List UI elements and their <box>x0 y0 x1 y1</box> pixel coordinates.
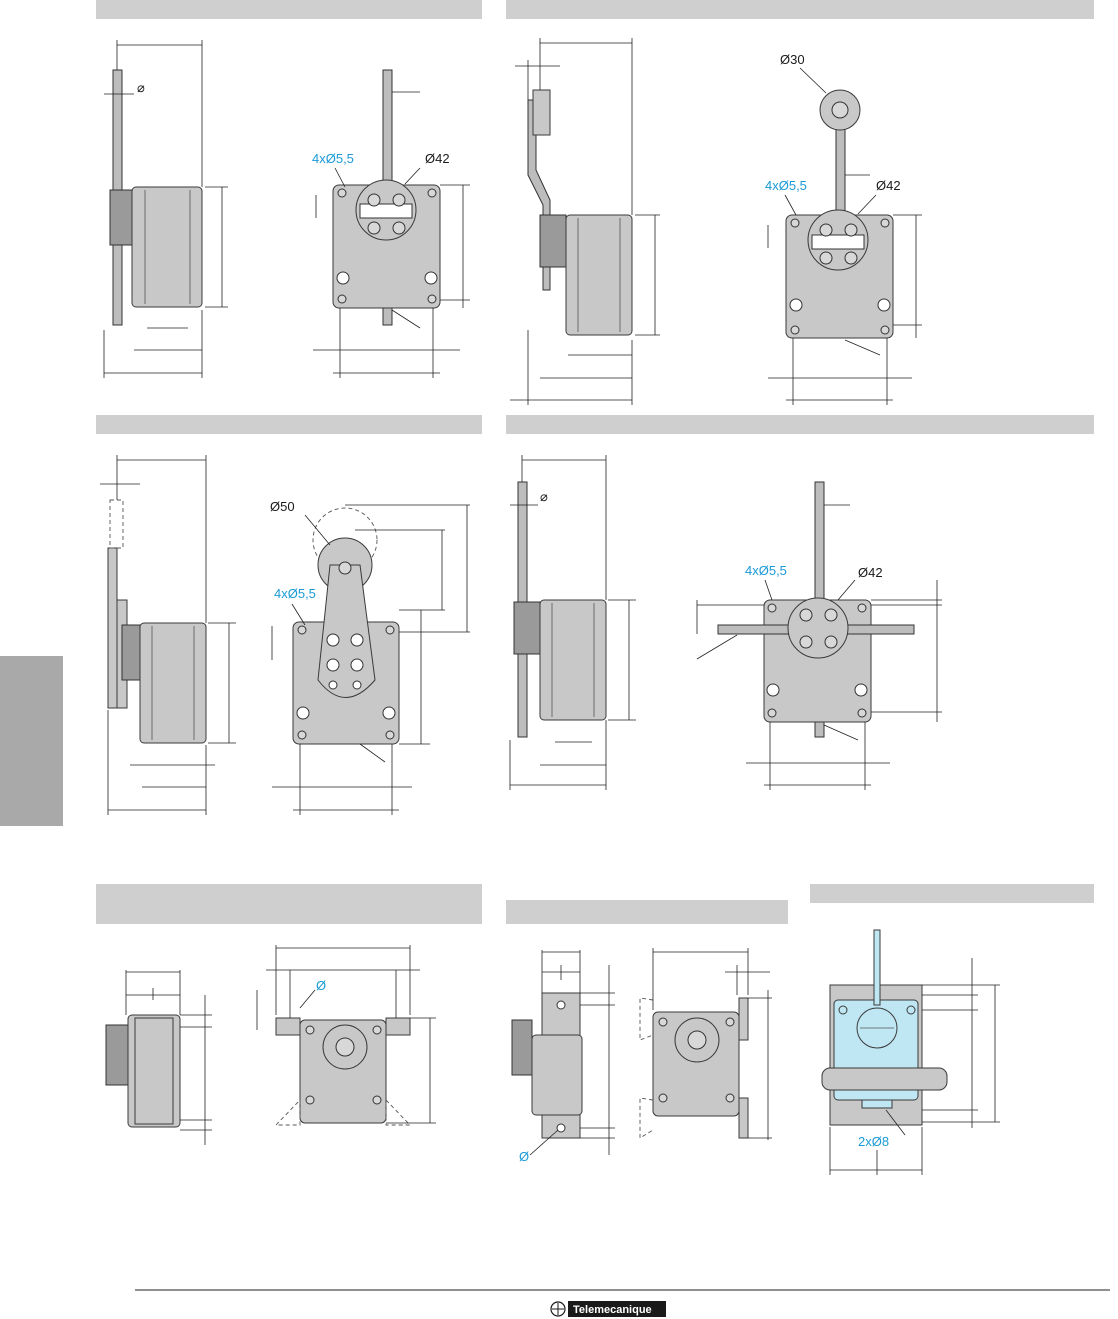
label-diam-plain-1: Ø <box>316 978 326 993</box>
view-1-side: ⌀ <box>103 40 228 378</box>
section-header-5 <box>96 884 482 924</box>
label-diam-square-1: ⌀ <box>137 80 145 95</box>
label-4x55-3: 4xØ5,5 <box>274 586 316 601</box>
label-diam-plain-2: Ø <box>519 1149 529 1164</box>
view-5-front: Ø <box>256 945 436 1126</box>
view-5-side <box>105 970 212 1145</box>
brand-logo: Telemecanique <box>550 1301 666 1317</box>
view-3-front: Ø50 4xØ5,5 <box>270 499 470 815</box>
view-3-side <box>100 455 236 815</box>
view-4-side: ⌀ <box>509 455 636 790</box>
view-2-side <box>510 38 660 405</box>
label-diam42-1: Ø42 <box>425 151 450 166</box>
label-diam50: Ø50 <box>270 499 295 514</box>
label-4x55-4: 4xØ5,5 <box>745 563 787 578</box>
label-diam-square-2: ⌀ <box>540 489 548 504</box>
label-diam42-2: Ø42 <box>876 178 901 193</box>
label-2x8: 2xØ8 <box>858 1134 889 1149</box>
view-6-side: Ø <box>511 950 615 1164</box>
side-tab <box>0 656 63 826</box>
brand-name: Telemecanique <box>573 1304 652 1316</box>
section-header-7 <box>810 884 1094 903</box>
section-header-2 <box>506 0 1094 19</box>
label-diam42-3: Ø42 <box>858 565 883 580</box>
label-4x55-2: 4xØ5,5 <box>765 178 807 193</box>
section-header-4 <box>506 415 1094 434</box>
label-diam30: Ø30 <box>780 52 805 67</box>
section-header-1 <box>96 0 482 19</box>
view-4-front: 4xØ5,5 Ø42 <box>696 481 942 790</box>
label-4x55-1: 4xØ5,5 <box>312 151 354 166</box>
section-header-6 <box>506 900 788 924</box>
section-header-3 <box>96 415 482 434</box>
view-2-front: Ø30 4xØ5,5 Ø42 <box>765 52 922 405</box>
view-1-front: 4xØ5,5 Ø42 <box>312 69 470 378</box>
view-6-front <box>639 948 772 1140</box>
view-7-front: 2xØ8 <box>821 929 1000 1175</box>
